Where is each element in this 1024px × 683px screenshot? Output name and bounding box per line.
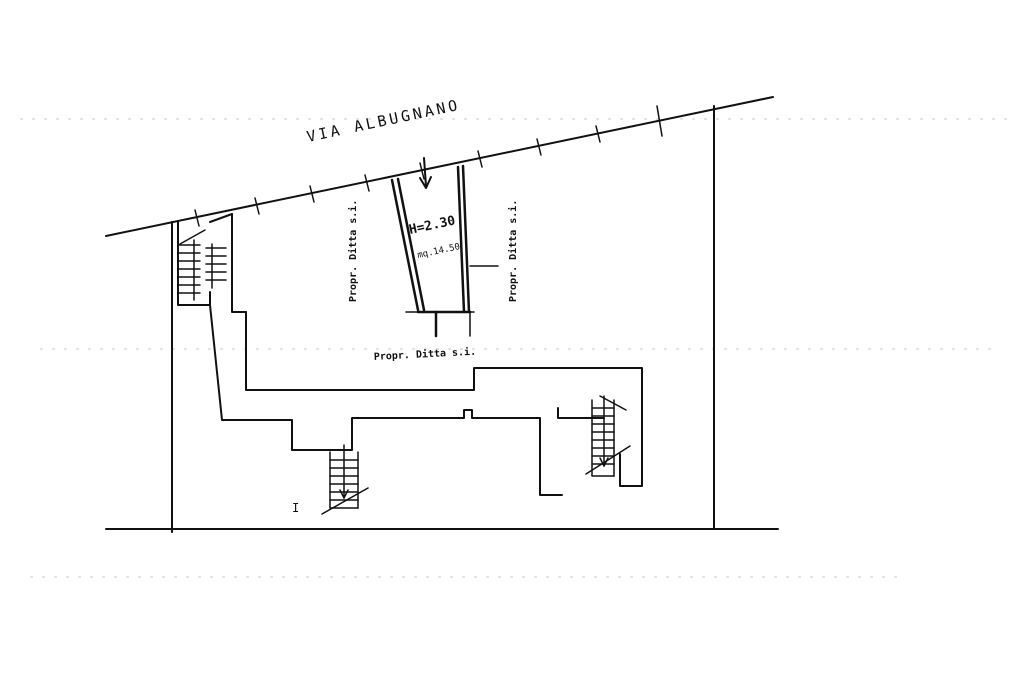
owner-left-label: Propr. Ditta s.i. [347,200,359,302]
owner-right-label: Propr. Ditta s.i. [507,200,519,302]
middle-stair [321,444,369,515]
garage-area-label: mq.14.50 [417,242,461,261]
street-line [105,96,774,237]
street-name-label: VIA ALBUGNANO [305,96,462,146]
entrance-mark: I [292,501,299,515]
owner-bottom-label: Propr. Ditta s.i. [374,346,477,363]
garage-height-label: H=2.30 [408,213,457,237]
right-stair [585,395,631,477]
scan-noise [20,118,1010,578]
corridor-outline [209,304,643,496]
entrance-arrow [419,157,432,189]
left-stair-block [177,213,247,313]
street-ticks [194,105,663,227]
garage-room [390,164,499,338]
